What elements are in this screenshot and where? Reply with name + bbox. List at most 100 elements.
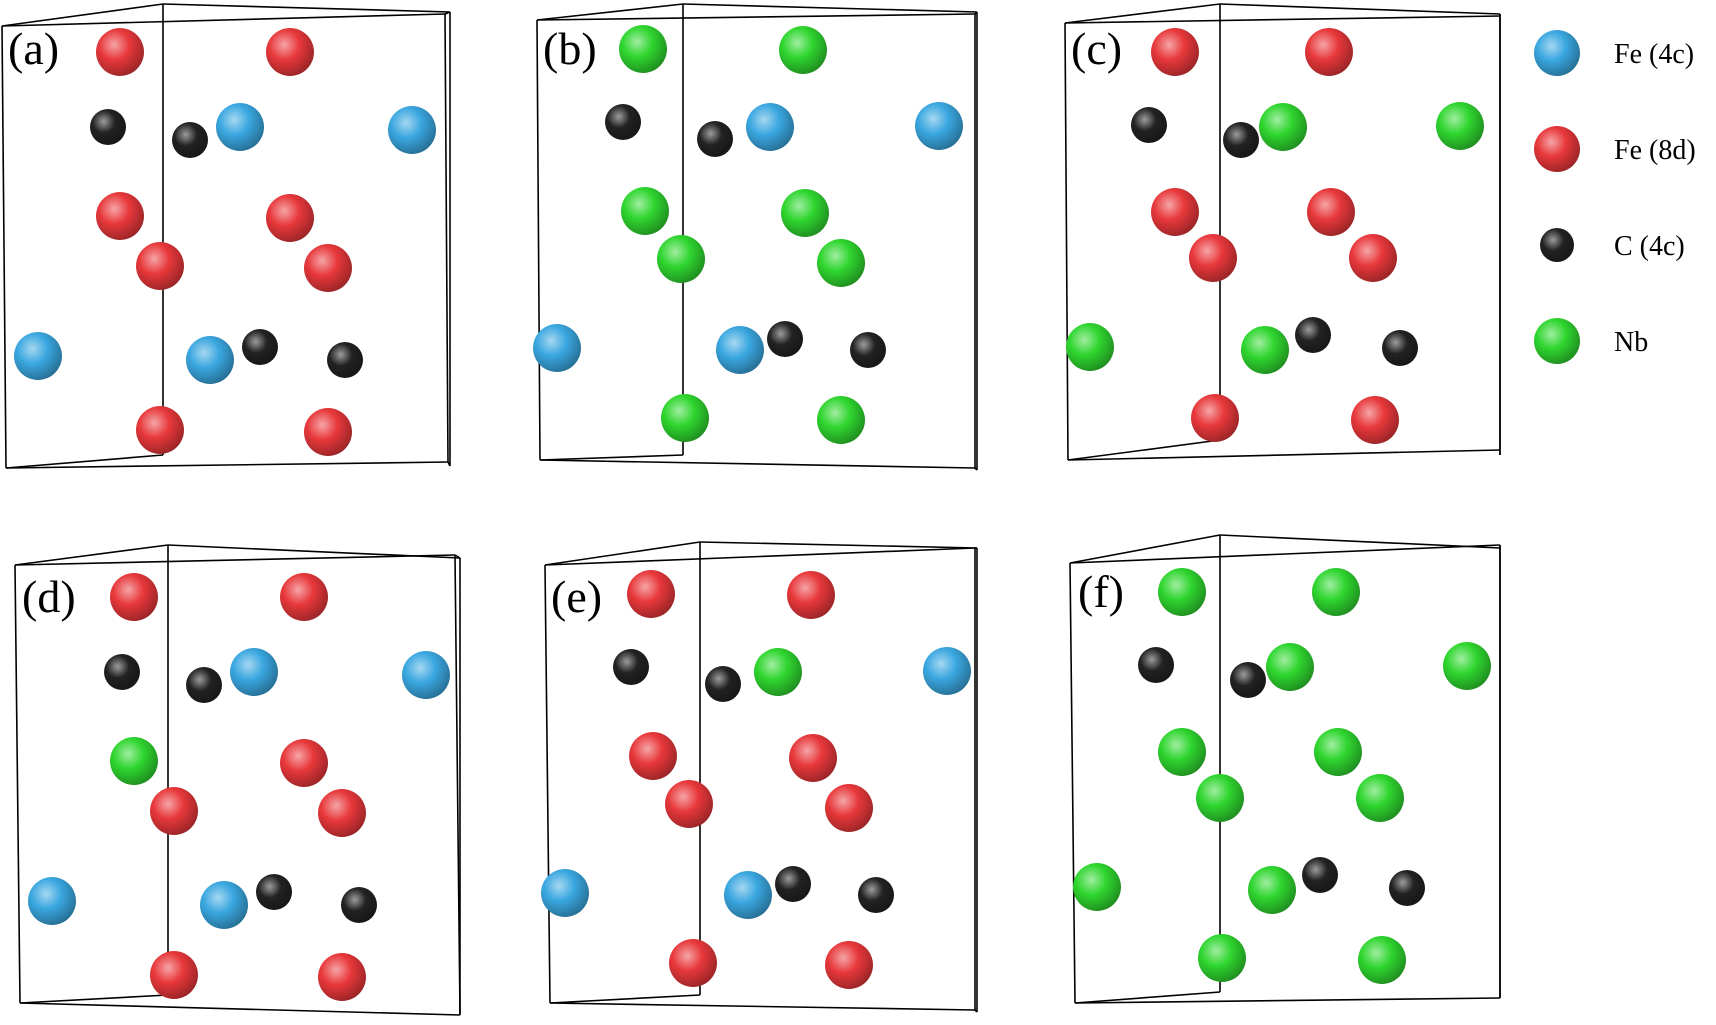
atom-fe8d bbox=[665, 780, 713, 828]
cell-edge bbox=[1069, 562, 1076, 1004]
atom-nb bbox=[1248, 866, 1296, 914]
atoms bbox=[1073, 568, 1491, 984]
atom-nb bbox=[754, 648, 802, 696]
legend-swatch bbox=[1534, 126, 1580, 172]
atom-fe4c bbox=[230, 648, 278, 696]
atoms bbox=[541, 570, 971, 989]
atom-nb bbox=[619, 25, 667, 73]
atom-fe8d bbox=[825, 941, 873, 989]
atoms bbox=[14, 28, 436, 456]
cell-edge bbox=[1069, 534, 1221, 564]
atom-c4c bbox=[858, 877, 894, 913]
atoms bbox=[1066, 28, 1484, 444]
atom-fe8d bbox=[1151, 28, 1199, 76]
atom-nb bbox=[1198, 934, 1246, 982]
atom-fe8d bbox=[627, 570, 675, 618]
atom-fe4c bbox=[402, 651, 450, 699]
atom-fe4c bbox=[14, 332, 62, 380]
atom-c4c bbox=[1131, 107, 1167, 143]
atom-nb bbox=[1073, 863, 1121, 911]
atom-c4c bbox=[613, 649, 649, 685]
atom-fe8d bbox=[789, 734, 837, 782]
atom-c4c bbox=[104, 654, 140, 690]
atom-fe8d bbox=[266, 28, 314, 76]
atom-nb bbox=[657, 235, 705, 283]
atom-c4c bbox=[172, 122, 208, 158]
cell-edge bbox=[536, 3, 684, 21]
atom-fe4c bbox=[746, 103, 794, 151]
cell-edge bbox=[454, 554, 461, 1016]
atom-nb bbox=[1066, 323, 1114, 371]
atom-c4c bbox=[186, 667, 222, 703]
unit-cell-wireframe bbox=[536, 3, 978, 471]
cell-edge bbox=[167, 544, 461, 559]
atom-fe8d bbox=[110, 573, 158, 621]
atom-fe8d bbox=[1307, 188, 1355, 236]
atom-nb bbox=[1259, 103, 1307, 151]
unit-cell-wireframe bbox=[1, 3, 451, 469]
cell-edge bbox=[19, 1002, 461, 1016]
atom-fe8d bbox=[1191, 394, 1239, 442]
cell-edge bbox=[1067, 439, 1221, 461]
atom-nb bbox=[1314, 728, 1362, 776]
atom-c4c bbox=[767, 321, 803, 357]
atom-nb bbox=[1443, 642, 1491, 690]
legend-item-nb: Nb bbox=[1534, 318, 1648, 364]
legend-item-fe4c: Fe (4c) bbox=[1534, 30, 1694, 76]
cell-edge bbox=[5, 461, 449, 469]
atom-fe8d bbox=[629, 732, 677, 780]
cell-edge bbox=[1067, 449, 1501, 461]
legend-label: Fe (8d) bbox=[1614, 135, 1696, 166]
panel-a: (a) bbox=[1, 3, 451, 469]
atom-fe4c bbox=[186, 336, 234, 384]
cell-edge bbox=[1064, 15, 1501, 24]
atom-c4c bbox=[697, 121, 733, 157]
atom-fe8d bbox=[669, 939, 717, 987]
cell-edge bbox=[14, 554, 456, 566]
panel-e: (e) bbox=[541, 541, 978, 1013]
atom-nb bbox=[779, 26, 827, 74]
atom-fe8d bbox=[304, 244, 352, 292]
atom-fe8d bbox=[280, 739, 328, 787]
panel-label: (b) bbox=[543, 23, 597, 74]
atom-fe4c bbox=[216, 103, 264, 151]
unit-cell-wireframe bbox=[14, 544, 461, 1016]
cell-edge bbox=[454, 554, 461, 559]
atom-fe8d bbox=[96, 192, 144, 240]
legend-swatch bbox=[1534, 318, 1580, 364]
atom-fe4c bbox=[724, 871, 772, 919]
panel-label: (d) bbox=[22, 571, 76, 622]
cell-edge bbox=[699, 541, 978, 549]
panel-b: (b) bbox=[533, 3, 978, 471]
atom-nb bbox=[781, 189, 829, 237]
atom-nb bbox=[1158, 568, 1206, 616]
atom-fe8d bbox=[1305, 28, 1353, 76]
cell-edge bbox=[544, 547, 976, 566]
atom-fe8d bbox=[318, 789, 366, 837]
atom-c4c bbox=[1223, 122, 1259, 158]
atoms bbox=[28, 573, 450, 1001]
atom-c4c bbox=[1138, 647, 1174, 683]
atom-c4c bbox=[1295, 317, 1331, 353]
atom-nb bbox=[661, 394, 709, 442]
cell-edge bbox=[14, 564, 21, 1004]
atom-nb bbox=[1241, 326, 1289, 374]
atom-fe8d bbox=[787, 571, 835, 619]
cell-edge bbox=[536, 13, 976, 21]
cell-edge bbox=[1219, 534, 1501, 549]
cell-edge bbox=[162, 3, 451, 13]
atom-fe8d bbox=[150, 951, 198, 999]
cell-edge bbox=[549, 994, 701, 1004]
cell-edge bbox=[14, 544, 169, 566]
panel-c: (c) bbox=[1064, 3, 1501, 461]
panel-label: (c) bbox=[1071, 23, 1122, 74]
atom-c4c bbox=[775, 866, 811, 902]
atom-fe4c bbox=[923, 647, 971, 695]
unit-cell-wireframe bbox=[544, 541, 978, 1013]
atom-fe8d bbox=[266, 194, 314, 242]
cell-edge bbox=[444, 11, 451, 15]
atom-c4c bbox=[242, 329, 278, 365]
cell-edge bbox=[1064, 3, 1221, 24]
atom-nb bbox=[1266, 643, 1314, 691]
atom-fe4c bbox=[716, 326, 764, 374]
